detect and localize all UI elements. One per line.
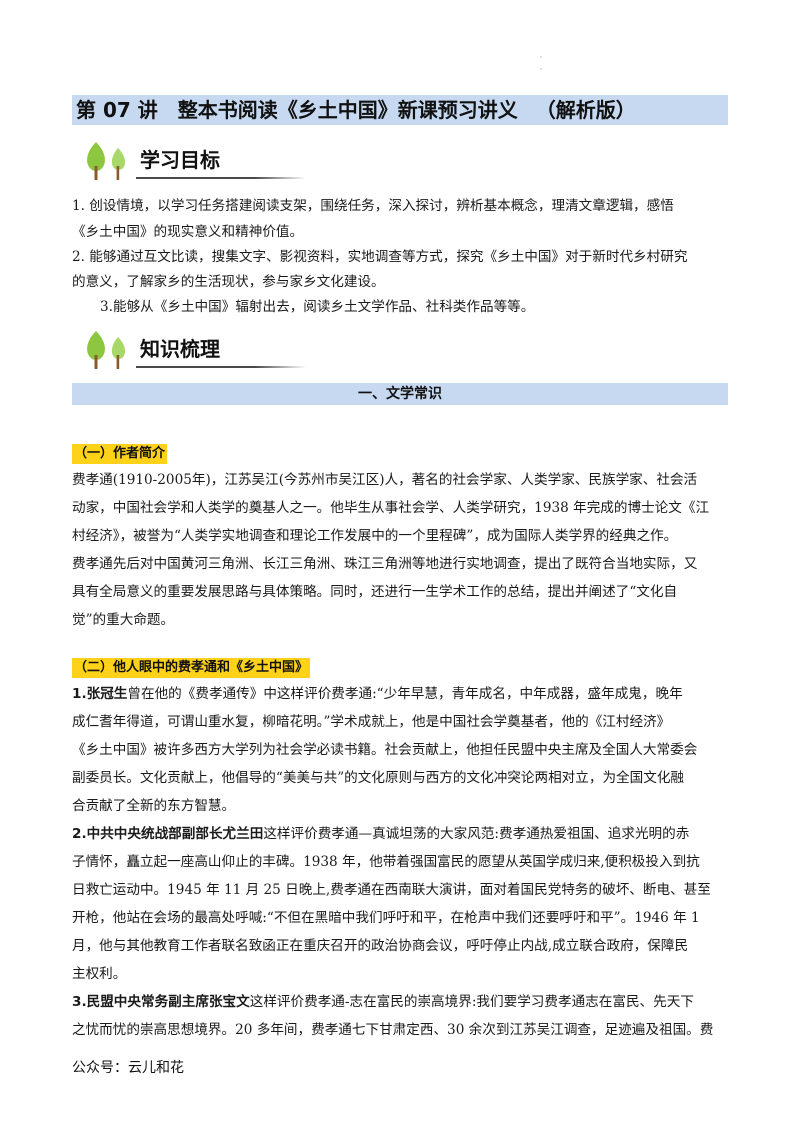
text-line: 之忧而忧的崇高思想境界。20 多年间，费孝通七下甘肃定西、30 余次到江苏吴江调… xyxy=(72,1022,714,1038)
goal-line: 3.能够从《乡土中国》辐射出去，阅读乡土文学作品、社科类作品等等。 xyxy=(100,299,535,315)
tree-icon xyxy=(87,142,126,180)
text-line: 具有全局意义的重要发展思路与具体策略。同时，还进行一生学术工作的总结，提出并阐述… xyxy=(72,584,678,600)
text-line: 成仁耆年得道，可谓山重水复，柳暗花明。”学术成就上，他是中国社会学奠基者，他的《… xyxy=(72,714,671,730)
text-line: 副委员长。文化贡献上，他倡导的“美美与共”的文化原则与西方的文化冲突论两相对立，… xyxy=(72,770,685,786)
text-line: 费孝通先后对中国黄河三角洲、长江三角洲、珠江三角洲等地进行实地调查，提出了既符合… xyxy=(72,556,698,572)
goal-line: 1. 创设情境，以学习任务搭建阅读支架，围绕任务，深入探讨，辨析基本概念，理清文… xyxy=(72,198,674,214)
text-line: 1.张冠生曾在他的《费孝通传》中这样评价费孝通:“少年早慧，青年成名，中年成器，… xyxy=(72,686,683,702)
text-line: 合贡献了全新的东方智慧。 xyxy=(72,798,236,814)
page-title-main: 第 07 讲 整本书阅读《乡土中国》新课预习讲义 xyxy=(76,98,518,122)
text-line: 村经济》，被誉为“人类学实地调查和理论工作发展中的一个里程碑”，成为国际人类学界… xyxy=(72,528,678,544)
page-dots: · · xyxy=(538,52,544,76)
goal-line: 《乡土中国》的现实意义和精神价值。 xyxy=(72,224,304,240)
text-line: 动家，中国社会学和人类学的奠基人之一。他毕生从事社会学、人类学研究，1938 年… xyxy=(72,500,710,516)
text-line: 开枪，他站在会场的最高处呼喊:“不但在黑暗中我们呼吁和平，在枪声中我们还要呼吁和… xyxy=(72,910,700,926)
quote-source: 2.中共中央统战部副部长尤兰田 xyxy=(72,826,264,842)
dot: · xyxy=(539,65,543,75)
dot: · xyxy=(539,53,543,63)
page-title-suffix: （解析版） xyxy=(535,98,636,122)
author-intro-paragraph: 费孝通(1910-2005年)，江苏吴江(今苏州市吴江区)人，著名的社会学家、人… xyxy=(72,466,732,634)
goal-line: 的意义，了解家乡的生活现状，参与家乡文化建设。 xyxy=(72,274,385,290)
text-line: 子情怀，矗立起一座高山仰止的丰碑。1938 年，他带着强国富民的愿望从英国学成归… xyxy=(72,854,700,870)
tree-icon xyxy=(87,331,126,369)
heading-underline xyxy=(136,177,306,179)
others-view-paragraphs: 1.张冠生曾在他的《费孝通传》中这样评价费孝通:“少年早慧，青年成名，中年成器，… xyxy=(72,680,732,1044)
goal-line: 2. 能够通过互文比读，搜集文字、影视资料，实地调查等方式，探究《乡土中国》对于… xyxy=(72,249,688,265)
text-line: 3.民盟中央常务副主席张宝文这样评价费孝通-志在富民的崇高境界:我们要学习费孝通… xyxy=(72,994,694,1010)
heading-underline xyxy=(136,366,306,368)
highlight-label-author: （一）作者简介 xyxy=(72,444,168,464)
text-line: 《乡土中国》被许多西方大学列为社会学必读书籍。社会贡献上，他担任民盟中央主席及全… xyxy=(72,742,698,758)
quote-source: 1.张冠生 xyxy=(72,686,128,702)
text-line: 费孝通(1910-2005年)，江苏吴江(今苏州市吴江区)人，著名的社会学家、人… xyxy=(72,472,698,488)
text-line: 主权利。 xyxy=(72,966,127,982)
text-line: 月，他与其他教育工作者联名致函正在重庆召开的政治协商会议，呼吁停止内战,成立联合… xyxy=(72,938,689,954)
page-title: 第 07 讲 整本书阅读《乡土中国》新课预习讲义 （解析版） xyxy=(72,95,728,125)
footer-account: 公众号：云儿和花 xyxy=(72,1060,184,1076)
section-heading-text: 学习目标 xyxy=(140,148,220,172)
text-line: 2.中共中央统战部副部长尤兰田这样评价费孝通—真诚坦荡的大家风范:费孝通热爱祖国… xyxy=(72,826,690,842)
section-heading-text: 知识梳理 xyxy=(140,337,220,361)
text-line: 日救亡运动中。1945 年 11 月 25 日晚上,费孝通在西南联大演讲，面对着… xyxy=(72,882,711,898)
quote-source: 3.民盟中央常务副主席张宝文 xyxy=(72,994,250,1010)
subsection-banner: 一、文学常识 xyxy=(72,383,728,405)
highlight-label-others-view: （二）他人眼中的费孝通和《乡土中国》 xyxy=(72,658,311,678)
text-line: 觉”的重大命题。 xyxy=(72,612,175,628)
